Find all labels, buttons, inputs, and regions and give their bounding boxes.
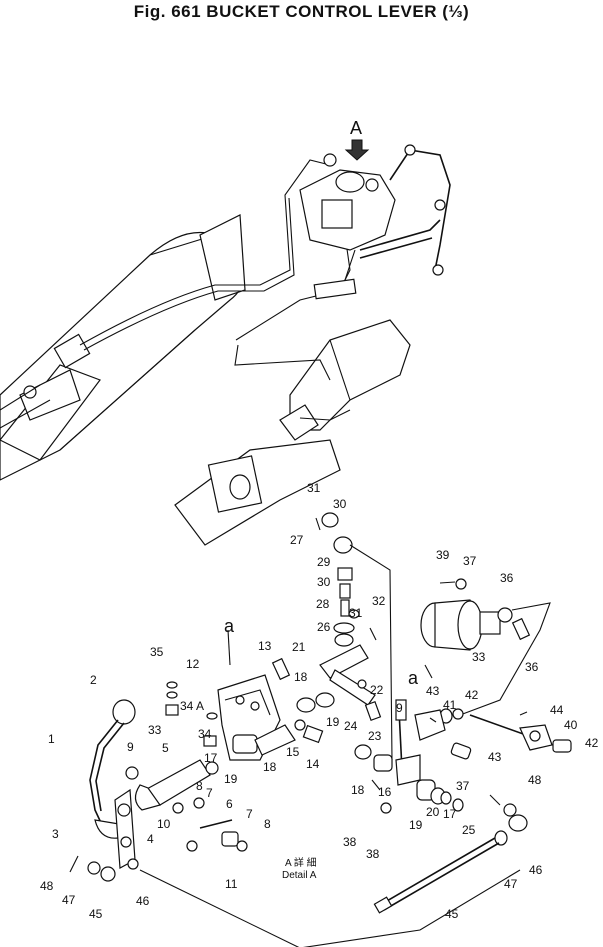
part-label: 44 xyxy=(550,703,564,717)
part-label: 18 xyxy=(294,670,308,684)
part-label: 7 xyxy=(206,786,213,800)
part-label: 17 xyxy=(204,751,218,765)
part-label: 40 xyxy=(564,718,578,732)
part-label: 2 xyxy=(90,673,97,687)
part-label: 39 xyxy=(436,548,450,562)
part-label: 8 xyxy=(264,817,271,831)
part-label: 7 xyxy=(246,807,253,821)
part-label: 21 xyxy=(292,640,306,654)
part-label: 47 xyxy=(62,893,76,907)
svg-text:A: A xyxy=(350,118,362,138)
part-label: 9 xyxy=(396,701,403,715)
part-label: 32 xyxy=(372,594,386,608)
part-label: 48 xyxy=(528,773,542,787)
part-label: 48 xyxy=(40,879,54,893)
part-label: 41 xyxy=(443,698,457,712)
part-callouts: 1 2 3 4 5 6 7 7 8 8 9 9 10 11 12 13 14 1… xyxy=(40,481,599,921)
part-label: 45 xyxy=(89,907,103,921)
part-label: 36 xyxy=(525,660,539,674)
exploded-view-drawing xyxy=(69,512,572,947)
part-label: 5 xyxy=(162,741,169,755)
part-label: 15 xyxy=(286,745,300,759)
part-label: 6 xyxy=(226,797,233,811)
part-label: 8 xyxy=(196,779,203,793)
part-label: 33 xyxy=(148,723,162,737)
part-label: 46 xyxy=(529,863,543,877)
machine-overview-drawing xyxy=(0,144,451,546)
part-label: 43 xyxy=(488,750,502,764)
part-label: 37 xyxy=(463,554,477,568)
part-label: 47 xyxy=(504,877,518,891)
part-label: 38 xyxy=(366,847,380,861)
part-label: 12 xyxy=(186,657,200,671)
part-label: 19 xyxy=(326,715,340,729)
part-label: 23 xyxy=(368,729,382,743)
part-label: 17 xyxy=(443,807,457,821)
part-label: 28 xyxy=(316,597,330,611)
part-label: 27 xyxy=(290,533,304,547)
part-label: 34 xyxy=(198,727,212,741)
part-label: 31 xyxy=(349,606,363,620)
part-label: 43 xyxy=(426,684,440,698)
part-label: 24 xyxy=(344,719,358,733)
detail-caption-line1: A 詳 細 xyxy=(285,856,317,869)
part-label: 1 xyxy=(48,732,55,746)
part-label: 42 xyxy=(585,736,599,750)
part-label: 30 xyxy=(333,497,347,511)
part-label: 31 xyxy=(307,481,321,495)
part-label: 11 xyxy=(225,877,238,891)
detail-marker-a-right: a xyxy=(408,668,419,688)
detail-caption-line2: Detail A xyxy=(282,870,317,881)
part-label: 13 xyxy=(258,639,272,653)
detail-marker-a-left: a xyxy=(224,616,235,636)
part-label: 45 xyxy=(445,907,459,921)
part-label: 3 xyxy=(52,827,59,841)
part-label: 36 xyxy=(500,571,514,585)
part-label: 37 xyxy=(456,779,470,793)
part-label: 16 xyxy=(378,785,392,799)
part-label: 4 xyxy=(147,832,154,846)
part-label: 34 A xyxy=(180,699,204,713)
part-label: 20 xyxy=(426,805,440,819)
part-label: 18 xyxy=(351,783,365,797)
part-label: 9 xyxy=(127,740,134,754)
part-label: 18 xyxy=(263,760,277,774)
part-label: 33 xyxy=(472,650,486,664)
part-label: 38 xyxy=(343,835,357,849)
part-label: 25 xyxy=(462,823,476,837)
part-label: 10 xyxy=(157,817,171,831)
part-label: 42 xyxy=(465,688,479,702)
view-arrow-a: A xyxy=(344,118,370,161)
part-label: 19 xyxy=(409,818,423,832)
part-label: 22 xyxy=(370,683,384,697)
part-label: 30 xyxy=(317,575,331,589)
figure-title: Fig. 661 BUCKET CONTROL LEVER (⅓) xyxy=(133,2,470,21)
part-label: 35 xyxy=(150,645,164,659)
part-label: 46 xyxy=(136,894,150,908)
part-label: 19 xyxy=(224,772,238,786)
part-label: 26 xyxy=(317,620,331,634)
part-label: 29 xyxy=(317,555,331,569)
part-label: 14 xyxy=(306,757,320,771)
